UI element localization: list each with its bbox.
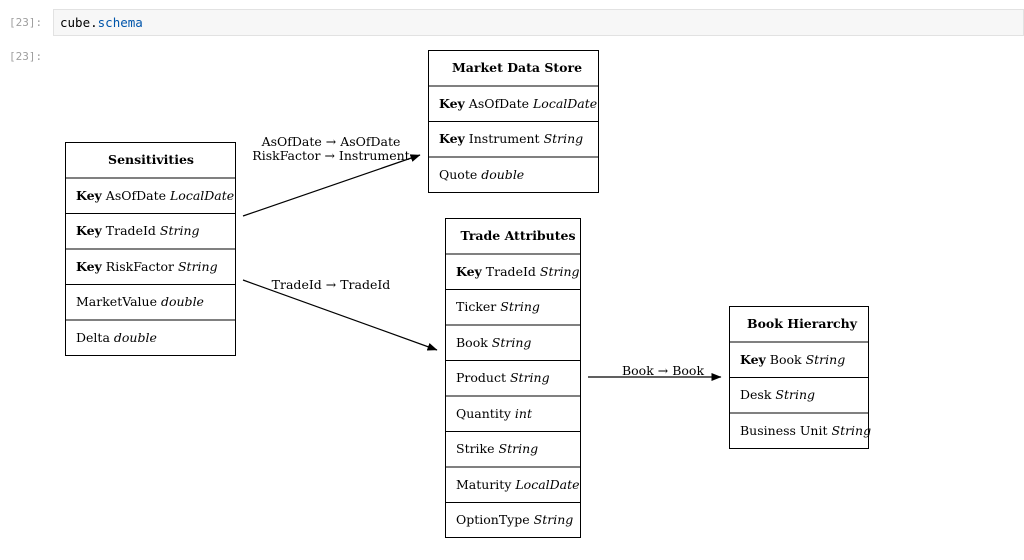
table-row: Quantity int <box>456 406 533 421</box>
table-row: Delta double <box>76 330 157 345</box>
code-text: cube.schema <box>60 15 143 30</box>
table-row: Ticker String <box>456 299 540 314</box>
edge-label: Book → Book <box>622 363 704 378</box>
table-row: Key TradeId String <box>76 223 200 238</box>
table-row: Product String <box>456 370 550 385</box>
input-prompt: [23]: <box>9 16 43 29</box>
table-row: Strike String <box>456 441 538 456</box>
table-row: Key AsOfDate LocalDate <box>439 96 597 111</box>
table-market-data-store: Market Data Store Key AsOfDate LocalDate… <box>428 50 599 193</box>
arrow-line <box>242 279 438 351</box>
output-prompt: [23]: <box>9 50 43 63</box>
table-title: Market Data Store <box>452 60 582 75</box>
edge-label: AsOfDate → AsOfDate <box>261 134 401 149</box>
table-row: Key AsOfDate LocalDate <box>76 188 234 203</box>
table-row: Key Instrument String <box>439 131 583 146</box>
table-title: Book Hierarchy <box>747 316 858 331</box>
table-book-hierarchy: Book Hierarchy Key Book String Desk Stri… <box>729 306 871 449</box>
edge-sensitivities-to-trade-attributes: TradeId → TradeId <box>242 277 438 351</box>
code-cell-input[interactable]: cube.schema <box>53 9 1024 36</box>
table-title: Trade Attributes <box>460 228 575 243</box>
code-dot: . <box>90 15 98 30</box>
table-row: Key RiskFactor String <box>76 259 218 274</box>
edge-trade-attributes-to-book-hierarchy: Book → Book <box>588 363 722 381</box>
table-row: OptionType String <box>456 512 573 527</box>
code-attribute: schema <box>97 15 143 30</box>
table-row: Key Book String <box>740 352 845 367</box>
table-row: Key TradeId String <box>456 264 580 279</box>
table-row: Business Unit String <box>740 423 871 438</box>
table-row: Maturity LocalDate <box>456 477 580 492</box>
table-row: MarketValue double <box>76 294 204 309</box>
edge-sensitivities-to-market-data: AsOfDate → AsOfDate RiskFactor → Instrum… <box>242 134 421 217</box>
edge-label: RiskFactor → Instrument <box>252 148 409 163</box>
table-row: Book String <box>456 335 531 350</box>
arrow-line <box>242 154 421 217</box>
table-sensitivities: Sensitivities Key AsOfDate LocalDate Key… <box>65 142 236 356</box>
table-trade-attributes: Trade Attributes Key TradeId String Tick… <box>445 218 581 538</box>
table-row: Quote double <box>439 167 524 182</box>
table-title: Sensitivities <box>108 152 194 167</box>
code-object: cube <box>60 15 91 30</box>
table-row: Desk String <box>740 387 815 402</box>
edge-label: TradeId → TradeId <box>272 277 391 292</box>
